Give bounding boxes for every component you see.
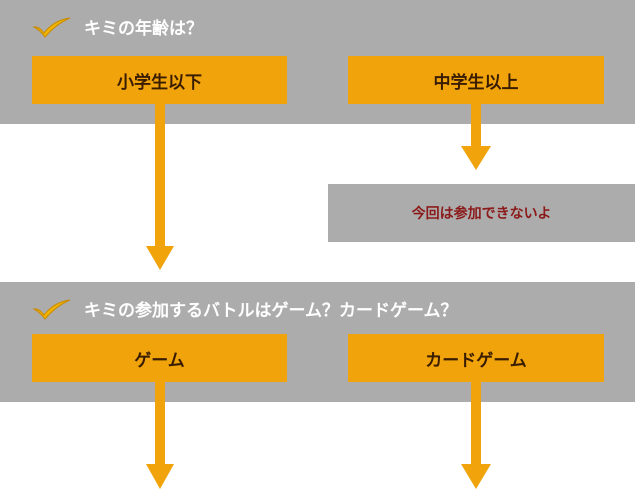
option-label: 小学生以下 xyxy=(117,72,202,93)
question-battle-text: キミの参加するバトルはゲーム？カードゲーム？ xyxy=(84,301,458,321)
question-age-row: キミの年齢は？ xyxy=(32,14,203,39)
checkmark-icon xyxy=(32,17,71,38)
not-eligible-note: 今回は参加できないよ xyxy=(328,184,635,242)
checkmark-icon xyxy=(32,299,71,320)
arrow-game-down xyxy=(146,382,174,489)
option-elementary-or-below[interactable]: 小学生以下 xyxy=(32,56,287,104)
option-label: ゲーム xyxy=(134,350,185,371)
arrow-card-game-down xyxy=(461,382,491,489)
arrow-junior-high-to-note xyxy=(461,104,491,170)
option-junior-high-or-above[interactable]: 中学生以上 xyxy=(348,56,604,104)
not-eligible-text: 今回は参加できないよ xyxy=(411,206,552,222)
option-game[interactable]: ゲーム xyxy=(32,334,287,382)
option-label: 中学生以上 xyxy=(433,72,519,93)
arrow-elementary-to-battle-question xyxy=(146,104,174,270)
question-age-text: キミの年齢は？ xyxy=(84,19,203,39)
question-battle-row: キミの参加するバトルはゲーム？カードゲーム？ xyxy=(32,296,458,321)
option-card-game[interactable]: カードゲーム xyxy=(348,334,604,382)
option-label: カードゲーム xyxy=(425,350,527,371)
